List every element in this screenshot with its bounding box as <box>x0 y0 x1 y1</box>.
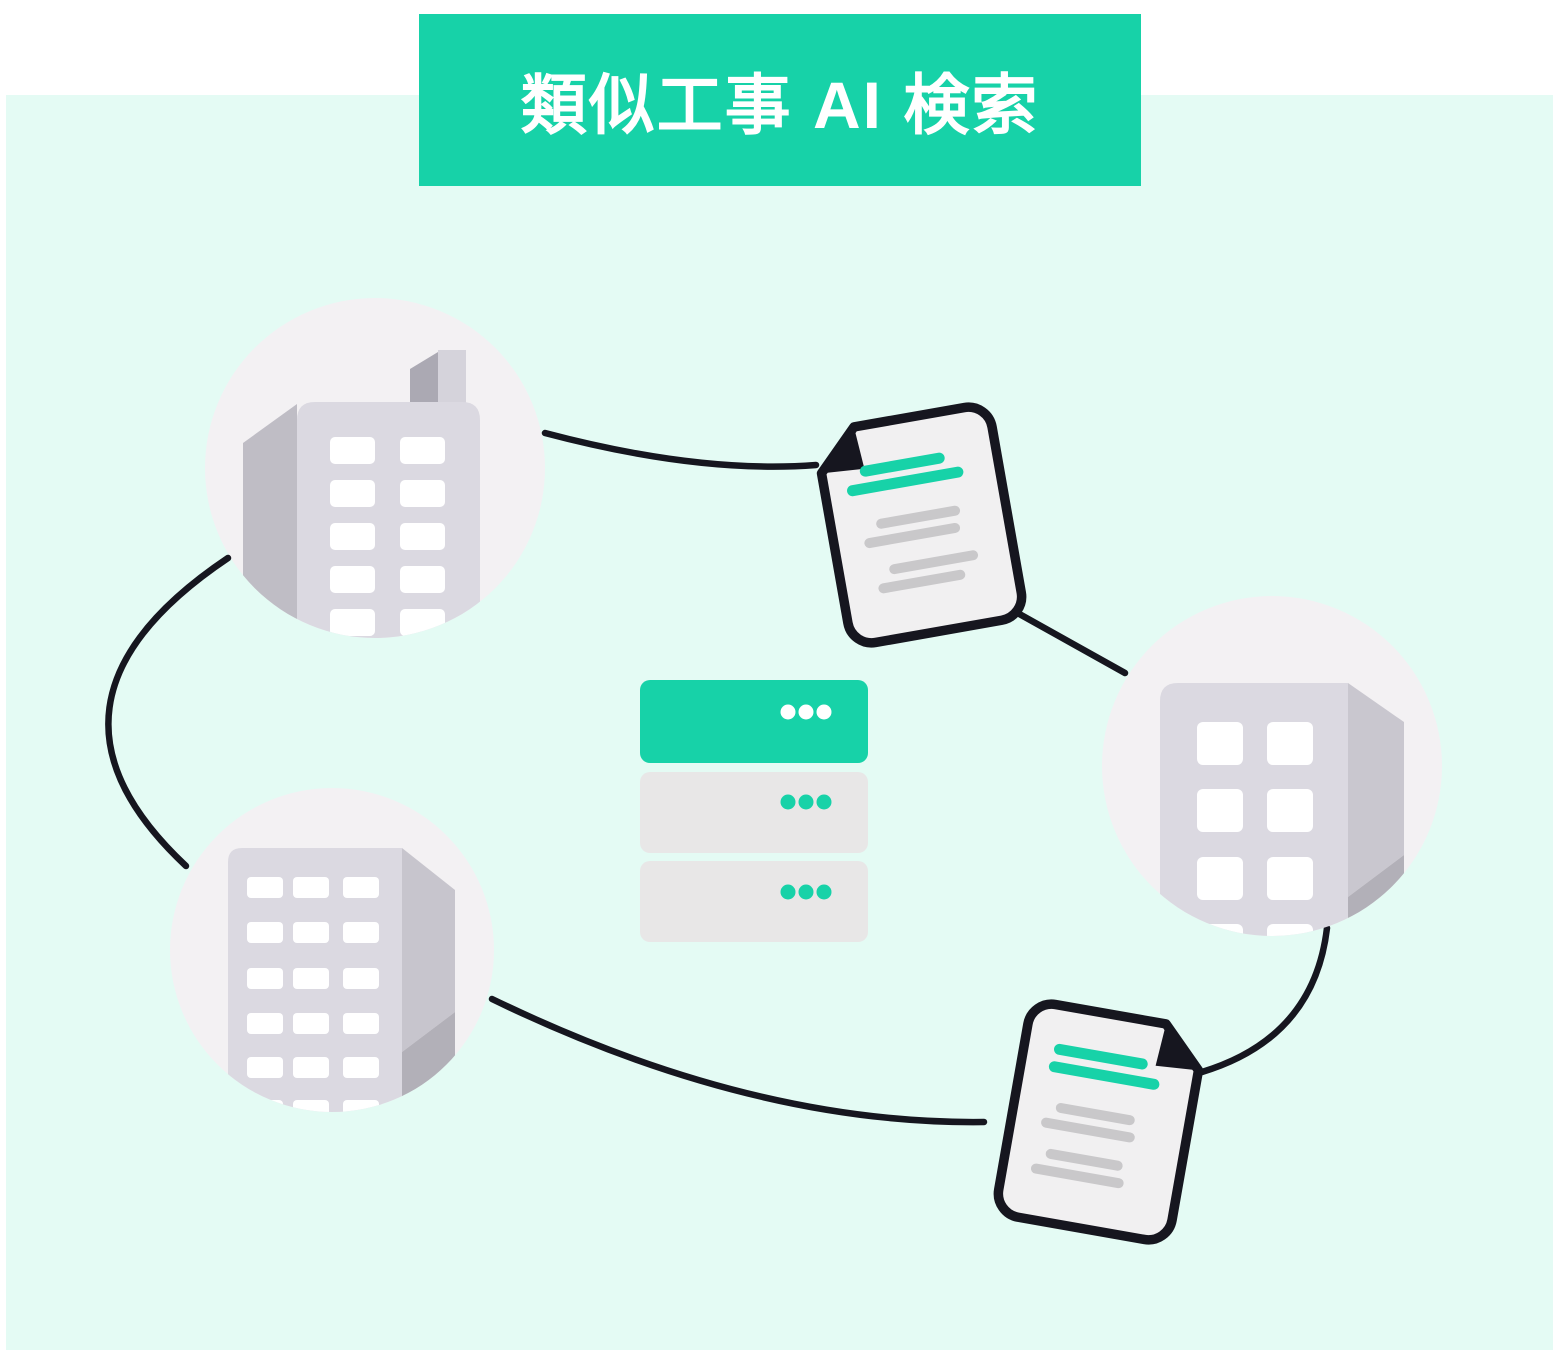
server-dot <box>816 794 832 810</box>
rooftop-side-face <box>410 352 438 404</box>
server-dot <box>780 794 796 810</box>
window <box>293 1013 329 1034</box>
building-side-face <box>402 848 455 1052</box>
text-line <box>889 550 979 575</box>
title-line <box>1048 1061 1160 1090</box>
window <box>330 523 375 550</box>
title-line <box>859 452 945 477</box>
server-dot <box>798 704 814 720</box>
page-title: 類似工事 AI 検索 <box>520 68 1040 142</box>
window <box>400 437 445 464</box>
window <box>1267 924 1313 936</box>
document-icon-bottom <box>993 999 1204 1245</box>
office-building-icon-bottom-left <box>228 848 455 1112</box>
server-row <box>640 861 868 942</box>
window <box>247 922 283 943</box>
building-side-face <box>243 404 297 638</box>
window <box>247 1013 283 1034</box>
window <box>293 1057 329 1078</box>
window <box>293 922 329 943</box>
window <box>1267 857 1313 900</box>
document-icon-top <box>816 402 1027 648</box>
document-fold-corner <box>1155 1023 1199 1071</box>
server-row-active-dots <box>780 704 832 720</box>
server-dot <box>780 884 796 900</box>
window <box>1267 789 1313 832</box>
window <box>247 1057 283 1078</box>
text-line <box>1041 1117 1135 1143</box>
window <box>1197 722 1243 765</box>
building-side-face <box>1348 683 1404 897</box>
window <box>1267 722 1313 765</box>
title-banner: 類似工事 AI 検索 <box>419 14 1141 186</box>
connector-bottomleft-to-topleft <box>105 554 232 870</box>
server-dot <box>816 884 832 900</box>
window <box>343 922 379 943</box>
server-dot <box>798 884 814 900</box>
text-line <box>1045 1148 1123 1171</box>
document-sheet <box>993 999 1204 1245</box>
text-line <box>878 569 966 594</box>
server-row <box>640 772 868 853</box>
document-text-lines <box>847 452 979 594</box>
rooftop-structure <box>438 350 466 408</box>
title-line <box>1053 1043 1148 1070</box>
window <box>343 877 379 898</box>
title-line <box>847 466 964 497</box>
server-row-dots <box>780 884 832 900</box>
window <box>343 1013 379 1034</box>
window <box>400 480 445 507</box>
building-facade <box>297 402 480 638</box>
document-fold-corner <box>821 426 865 474</box>
connector-right-to-document <box>1198 924 1331 1076</box>
server-dot <box>816 704 832 720</box>
window <box>293 1100 329 1112</box>
window <box>1197 857 1243 900</box>
connector-topleft-to-document <box>541 429 820 470</box>
window <box>293 968 329 989</box>
window <box>343 968 379 989</box>
window <box>330 480 375 507</box>
server-dot <box>780 704 796 720</box>
text-line <box>876 505 961 529</box>
window <box>330 566 375 593</box>
document-text-lines <box>1030 1043 1160 1189</box>
text-line <box>864 522 961 549</box>
connector-lines <box>105 429 1331 1126</box>
building-windows <box>330 437 445 636</box>
building-facade <box>1160 683 1348 936</box>
window <box>1197 924 1243 936</box>
window <box>293 877 329 898</box>
window <box>330 437 375 464</box>
office-building-icon-right <box>1160 683 1404 936</box>
window <box>247 877 283 898</box>
server-dot <box>798 794 814 810</box>
window <box>343 1100 379 1112</box>
window <box>343 1057 379 1078</box>
window <box>400 609 445 636</box>
window <box>400 566 445 593</box>
connector-document-to-right <box>1010 607 1129 677</box>
window <box>330 609 375 636</box>
server-row-dots <box>780 794 832 810</box>
window <box>1197 789 1243 832</box>
server-row-active <box>640 680 868 763</box>
text-line <box>1055 1102 1135 1126</box>
window <box>247 1100 283 1112</box>
window <box>400 523 445 550</box>
text-line <box>1030 1163 1124 1189</box>
window <box>247 968 283 989</box>
connector-document-to-bottomleft <box>488 995 988 1126</box>
ai-server-icon <box>640 680 868 942</box>
